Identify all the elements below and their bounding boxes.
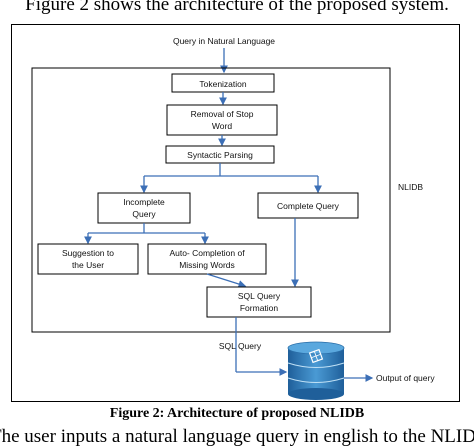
autocomp-label-2: Missing Words xyxy=(179,260,235,270)
complete-label: Complete Query xyxy=(277,201,340,211)
sql-formation-box xyxy=(206,286,312,318)
body-text-above: Figure 2 shows the architecture of the p… xyxy=(25,0,449,15)
parsing-label: Syntactic Parsing xyxy=(187,150,253,160)
autocomp-label-1: Auto- Completion of xyxy=(169,248,245,258)
sql-output-label: SQL Query xyxy=(219,341,262,351)
body-text-below: The user inputs a natural language query… xyxy=(0,426,474,447)
incomplete-label-2: Query xyxy=(132,209,156,219)
suggestion-label-1: Suggestion to xyxy=(62,248,114,258)
result-label: Output of query xyxy=(376,373,435,383)
autocomp-box xyxy=(147,243,267,275)
figure-frame xyxy=(11,24,460,402)
stopword-label-1: Removal of Stop xyxy=(191,109,254,119)
arrow-autocomp-sql xyxy=(206,273,247,288)
nlidb-label: NLIDB xyxy=(398,182,423,192)
stopword-label-2: Word xyxy=(212,121,232,131)
sql-formation-label-1: SQL Query xyxy=(238,291,281,301)
input-label: Query in Natural Language xyxy=(173,36,275,46)
suggestion-label-2: the User xyxy=(72,260,104,270)
figure-caption: Figure 2: Architecture of proposed NLIDB xyxy=(109,406,365,421)
incomplete-label-1: Incomplete xyxy=(123,197,165,207)
suggestion-box xyxy=(37,243,139,275)
incomplete-box xyxy=(97,192,191,224)
tokenization-label: Tokenization xyxy=(199,79,247,89)
nlidb-boundary xyxy=(31,67,391,333)
database-icon xyxy=(287,341,345,400)
complete-box xyxy=(257,192,359,219)
sql-formation-label-2: Formation xyxy=(240,303,279,313)
